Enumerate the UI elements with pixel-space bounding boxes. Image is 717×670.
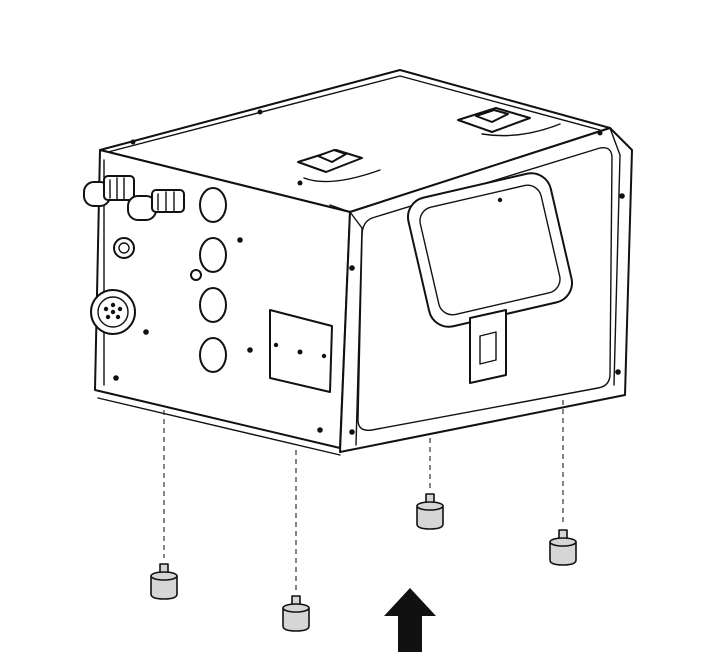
up-arrow-icon xyxy=(384,588,436,652)
air-fitting-2 xyxy=(127,189,185,221)
rubber-foot-4 xyxy=(549,529,577,566)
knockout-1 xyxy=(199,187,227,223)
enclosure-box xyxy=(83,69,633,456)
left-face-bottom-edge xyxy=(97,397,341,456)
front-latch-slot xyxy=(479,331,497,365)
top-hinge-left xyxy=(297,149,381,183)
guide-lines xyxy=(163,400,564,590)
rubber-feet xyxy=(150,493,577,632)
air-fitting-1 xyxy=(83,175,135,207)
front-door-panel xyxy=(357,147,613,431)
front-window-inner xyxy=(419,184,561,316)
knockout-2 xyxy=(199,237,227,273)
small-fitting xyxy=(113,237,135,259)
rubber-foot-1 xyxy=(150,563,178,600)
top-face-inner-edge xyxy=(107,75,601,153)
connector-circular xyxy=(90,289,136,335)
rubber-foot-3 xyxy=(416,493,444,530)
front-latch xyxy=(469,309,507,384)
rubber-foot-2 xyxy=(282,595,310,632)
top-hinge-right xyxy=(457,107,561,137)
knockout-3 xyxy=(199,287,227,323)
front-bevel-corner xyxy=(329,204,363,446)
front-bevel-right xyxy=(609,127,621,386)
knockout-4 xyxy=(199,337,227,373)
